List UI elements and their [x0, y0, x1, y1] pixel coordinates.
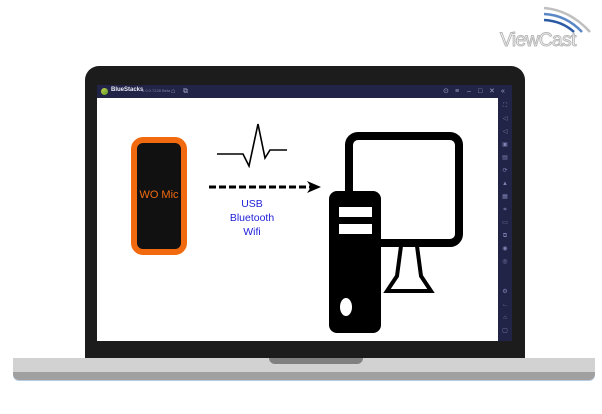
keyboard-icon[interactable]: ▤ [502, 155, 508, 161]
menu-icon[interactable]: ≡ [455, 88, 460, 95]
media-folder-icon[interactable]: ▦ [502, 194, 508, 200]
macro-icon[interactable]: ◎ [502, 259, 508, 265]
fullscreen-icon[interactable]: ⛶ [502, 103, 508, 109]
phone-label: WO Mic [139, 189, 179, 201]
minimize-icon[interactable]: – [467, 88, 471, 95]
signal-waves-icon [543, 6, 591, 33]
multi-instance-sync-icon[interactable]: ⧉ [502, 233, 508, 239]
app-content: WO Mic USB Bluetooth Wifi [97, 98, 498, 341]
dashed-arrow-icon [209, 181, 321, 193]
back-icon[interactable]: ← [502, 302, 508, 308]
home-icon[interactable]: ⌂ [503, 315, 507, 321]
volume-down-icon[interactable]: ◁ [502, 129, 508, 135]
eco-mode-icon[interactable]: ◉ [502, 246, 508, 252]
laptop-screen: BlueStacks 5.0.0.7228 Beta ⌂ ⧉ ⊙ ≡ – □ ✕… [97, 85, 512, 341]
app-version: 5.0.0.7228 Beta [142, 88, 171, 93]
screenshot-icon[interactable]: ⌗ [503, 207, 507, 213]
record-icon[interactable]: ▣ [502, 142, 508, 148]
bluestacks-titlebar: BlueStacks 5.0.0.7228 Beta ⌂ ⧉ ⊙ ≡ – □ ✕… [97, 85, 512, 98]
laptop-base-edge [13, 372, 595, 380]
home-icon[interactable]: ⌂ [171, 88, 176, 95]
app-title: BlueStacks [111, 87, 144, 93]
laptop-base [13, 358, 595, 380]
connection-usb: USB [241, 198, 263, 210]
install-apk-icon[interactable]: ▲ [502, 181, 508, 187]
desktop-computer-icon [329, 132, 463, 333]
bluestacks-sidebar: ⛶ ◁ ◁ ▣ ▤ ⟳ ▲ ▦ ⌗ ▭ ⧉ ◉ ◎ ⚙ ← ⌂ ▢ [498, 98, 512, 341]
connection-bluetooth: Bluetooth [229, 212, 275, 224]
close-icon[interactable]: ✕ [489, 88, 495, 95]
volume-up-icon[interactable]: ◁ [502, 116, 508, 122]
viewcast-brand-text: ViewCast [500, 30, 577, 52]
help-icon[interactable]: ⊙ [443, 88, 449, 95]
recent-apps-icon[interactable]: ▢ [502, 328, 508, 334]
phone-illustration: WO Mic [131, 137, 187, 255]
collapse-sidebar-icon[interactable]: « [501, 88, 505, 95]
bluestacks-logo-icon [101, 88, 108, 95]
laptop-notch [269, 358, 363, 364]
folder-icon[interactable]: ▭ [502, 220, 508, 226]
rotate-icon[interactable]: ⟳ [502, 168, 508, 174]
settings-icon[interactable]: ⚙ [502, 289, 508, 295]
multi-instance-icon[interactable]: ⧉ [183, 88, 188, 95]
viewcast-logo: ViewCast [500, 4, 600, 52]
connection-wifi: Wifi [243, 226, 261, 238]
maximize-icon[interactable]: □ [478, 88, 483, 95]
waveform-icon [217, 123, 287, 168]
